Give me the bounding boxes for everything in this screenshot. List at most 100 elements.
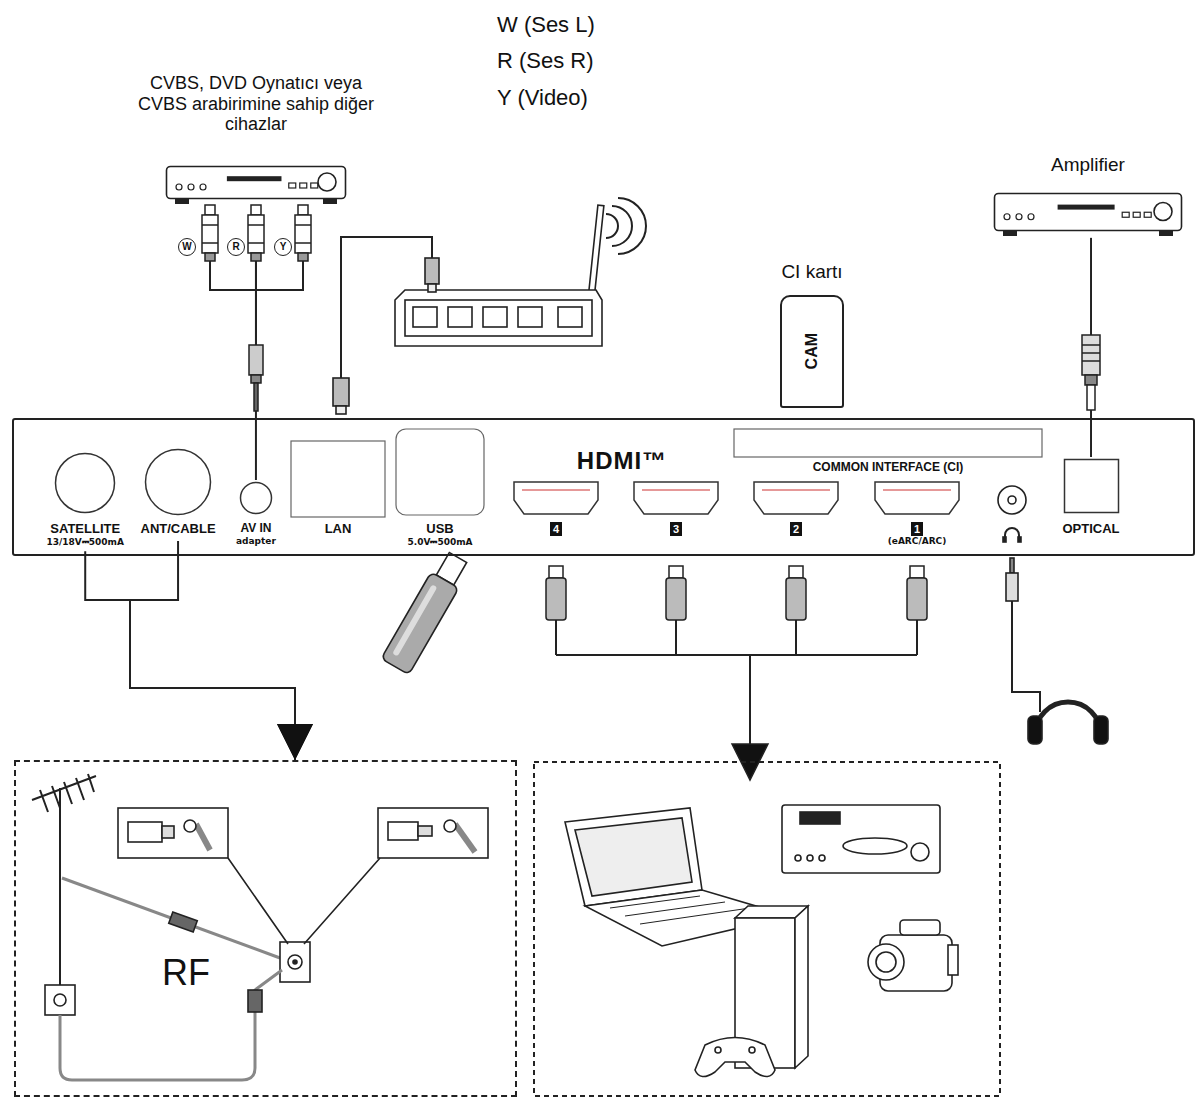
router-part <box>558 307 582 327</box>
source-devices <box>534 762 1000 1096</box>
optical-plug-part <box>1082 335 1100 375</box>
usb-port-socket-part <box>396 429 484 515</box>
av-in-port-socket <box>239 481 273 515</box>
rf-label-box: RF <box>156 952 216 993</box>
antenna-setup-part <box>54 994 66 1006</box>
rca-plugs-part <box>298 253 308 261</box>
antenna-setup-part <box>228 858 380 944</box>
dvd-player-icon-part <box>188 184 194 190</box>
headphone-jack-part <box>998 486 1026 514</box>
source-devices-part <box>948 945 958 975</box>
lan-cable-part <box>333 378 349 406</box>
usb-stick-part <box>381 572 459 675</box>
hdmi-port-socket <box>512 480 600 516</box>
headphone-jack-part <box>1008 496 1016 504</box>
ci-card: CI kartıCAM <box>780 261 844 408</box>
antenna-setup-part <box>293 960 297 964</box>
source-devices-part <box>610 896 750 924</box>
headphone-jack-part <box>1003 537 1006 542</box>
router-part <box>589 205 604 293</box>
amplifier-icon-part <box>1028 214 1034 220</box>
source-devices-part <box>819 855 825 861</box>
router-part <box>413 307 437 327</box>
lan-cable-part <box>428 284 436 292</box>
hdmi-port-socket-part <box>762 490 830 491</box>
source-devices-part <box>715 1047 721 1053</box>
dvd-player-icon-part <box>311 183 318 188</box>
optical-port-label: OPTICAL <box>1063 522 1120 537</box>
headphones-part <box>1028 716 1042 744</box>
av-jack-plug-part <box>249 345 263 375</box>
hdmi-cables-part <box>666 578 686 620</box>
satellite-port-label: 13/18V⎓500mA <box>47 537 124 547</box>
hdmi-port-socket-part <box>875 482 959 514</box>
hdmi-port: 3 <box>632 480 720 536</box>
antenna-setup-part <box>388 822 418 840</box>
headphones-part <box>1006 573 1018 601</box>
hdmi-port-label: 4 <box>550 522 562 536</box>
dvd-player-label: CVBS, DVD Oynatıcı veya CVBS arabirimine… <box>131 73 381 135</box>
ci-slot-label: COMMON INTERFACE (CI) <box>813 461 964 475</box>
headphone-jack-part <box>1005 528 1019 540</box>
usb-stick <box>381 550 472 675</box>
hdmi-port-socket-part <box>634 482 718 514</box>
source-devices-part <box>534 762 1000 1096</box>
av-in-port-label: adapter <box>236 536 276 546</box>
router-part <box>395 290 602 346</box>
usb-port-label: 5.0V⎓500mA <box>407 537 472 547</box>
usb-port: USB5.0V⎓500mA <box>395 428 485 547</box>
antenna-setup-part <box>62 878 280 958</box>
headphones-part <box>1010 558 1014 573</box>
router-part <box>518 307 542 327</box>
satellite-port: SATELLITE13/18V⎓500mA <box>47 452 124 547</box>
source-devices-part <box>795 855 801 861</box>
amplifier: Amplifier <box>993 154 1183 237</box>
source-devices-part <box>575 818 692 896</box>
av-jack-plug-part <box>254 383 258 411</box>
optical-plug-part <box>1085 375 1097 385</box>
dvd-player-icon-part <box>175 198 189 204</box>
headphone-jack <box>998 486 1026 542</box>
source-devices-part <box>800 812 840 824</box>
antenna-setup-part <box>184 820 196 832</box>
hdmi-port-label: 2 <box>790 522 802 536</box>
hdmi-cables-part <box>786 578 806 620</box>
dvd-player-icon <box>165 165 347 205</box>
router <box>395 198 646 346</box>
dvd-player: CVBS, DVD Oynatıcı veya CVBS arabirimine… <box>131 73 381 205</box>
dvd-player-icon-part <box>176 184 182 190</box>
antenna-setup-part <box>444 820 456 832</box>
dvd-player-icon-part <box>318 173 336 191</box>
optical-port-socket <box>1063 458 1120 514</box>
tv-rear-panel: HDMI™SATELLITE13/18V⎓500mAANT/CABLEAV IN… <box>12 418 1195 556</box>
dvd-player-icon-part <box>200 184 206 190</box>
rca-plugs-part <box>202 215 218 253</box>
rca-plugs-part <box>248 215 264 253</box>
antenna-setup <box>32 774 488 1080</box>
lan-cable-part <box>336 406 346 414</box>
hdmi-port-label: (eARC/ARC) <box>888 536 947 546</box>
rca-plugs-part <box>251 205 261 215</box>
rca-plugs-part <box>210 261 303 345</box>
usb-stick-part <box>392 584 437 656</box>
plug-letter: Y <box>274 238 292 256</box>
source-devices-part <box>695 1038 775 1077</box>
hdmi-cables-part <box>910 566 924 578</box>
antenna-setup-part <box>248 990 262 1012</box>
signal-name: R (Ses R) <box>497 48 594 73</box>
hdmi-cables-part <box>546 578 566 620</box>
source-devices-part <box>565 808 702 906</box>
hdmi-port-socket-part <box>754 482 838 514</box>
dvd-player-icon-part <box>300 183 307 188</box>
signal-name: Y (Video) <box>497 85 588 110</box>
headphones-part <box>1094 716 1108 744</box>
rca-plugs-part <box>295 215 311 253</box>
antenna-setup-part <box>162 826 174 838</box>
tv-rear-panel-label: HDMI™ <box>522 447 722 475</box>
optical-plug <box>1082 335 1100 410</box>
lan-cable-part <box>341 237 432 378</box>
source-devices-part <box>795 906 808 1068</box>
optical-plug-part <box>1082 345 1100 361</box>
antenna-setup-part <box>45 985 75 1015</box>
hdmi-port: 2 <box>752 480 840 536</box>
